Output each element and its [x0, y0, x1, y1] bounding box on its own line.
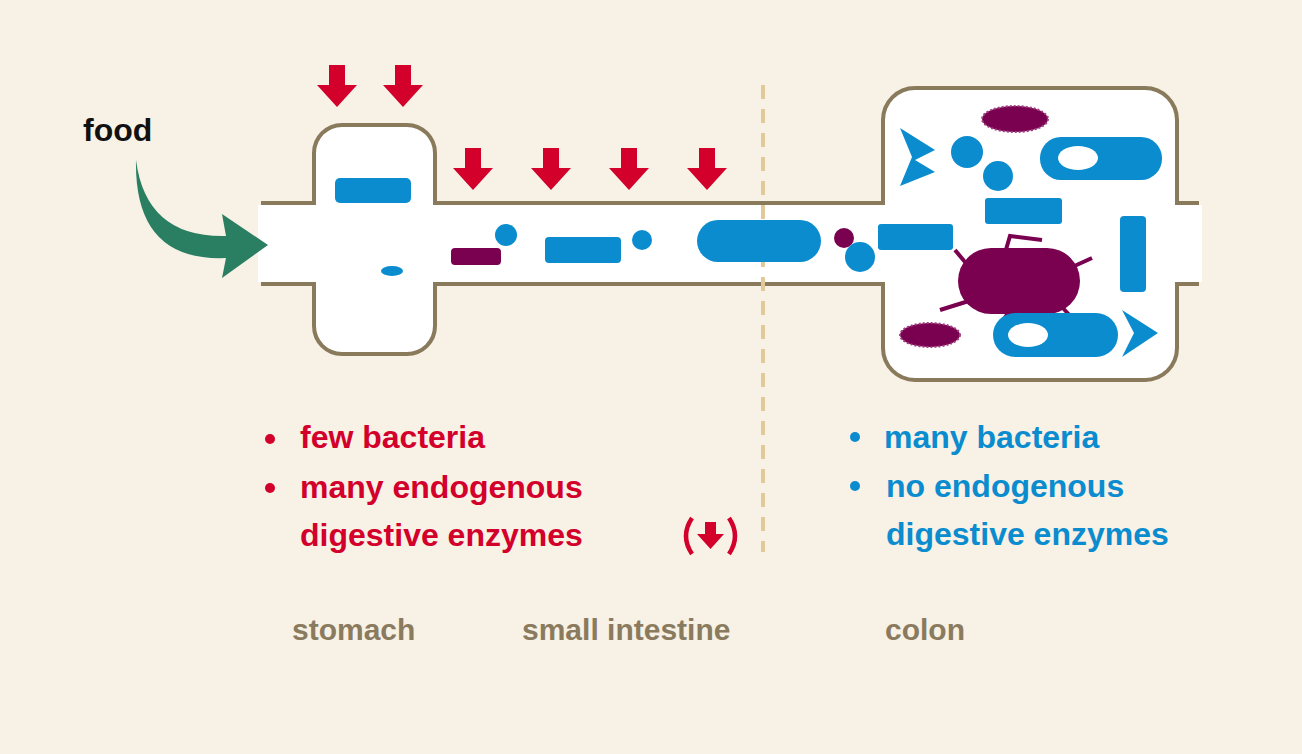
bullet-text: few bacteria — [300, 413, 485, 461]
bacteria — [335, 106, 1162, 357]
enzyme-arrows — [317, 65, 727, 190]
section-name: colon — [885, 610, 965, 650]
food-arrow — [136, 160, 268, 278]
section-name: stomach — [292, 610, 415, 650]
bullet-text: many bacteria — [884, 413, 1099, 461]
divider-line — [761, 85, 765, 552]
gut-outline — [258, 90, 1202, 378]
section-name: small intestine — [522, 610, 730, 650]
input-label: food — [83, 108, 152, 152]
bullet-text: many endogenous digestive enzymes — [300, 463, 670, 559]
bullet-text: no endogenous digestive enzymes — [886, 462, 1256, 558]
reduced-enzyme-symbol — [686, 518, 735, 554]
